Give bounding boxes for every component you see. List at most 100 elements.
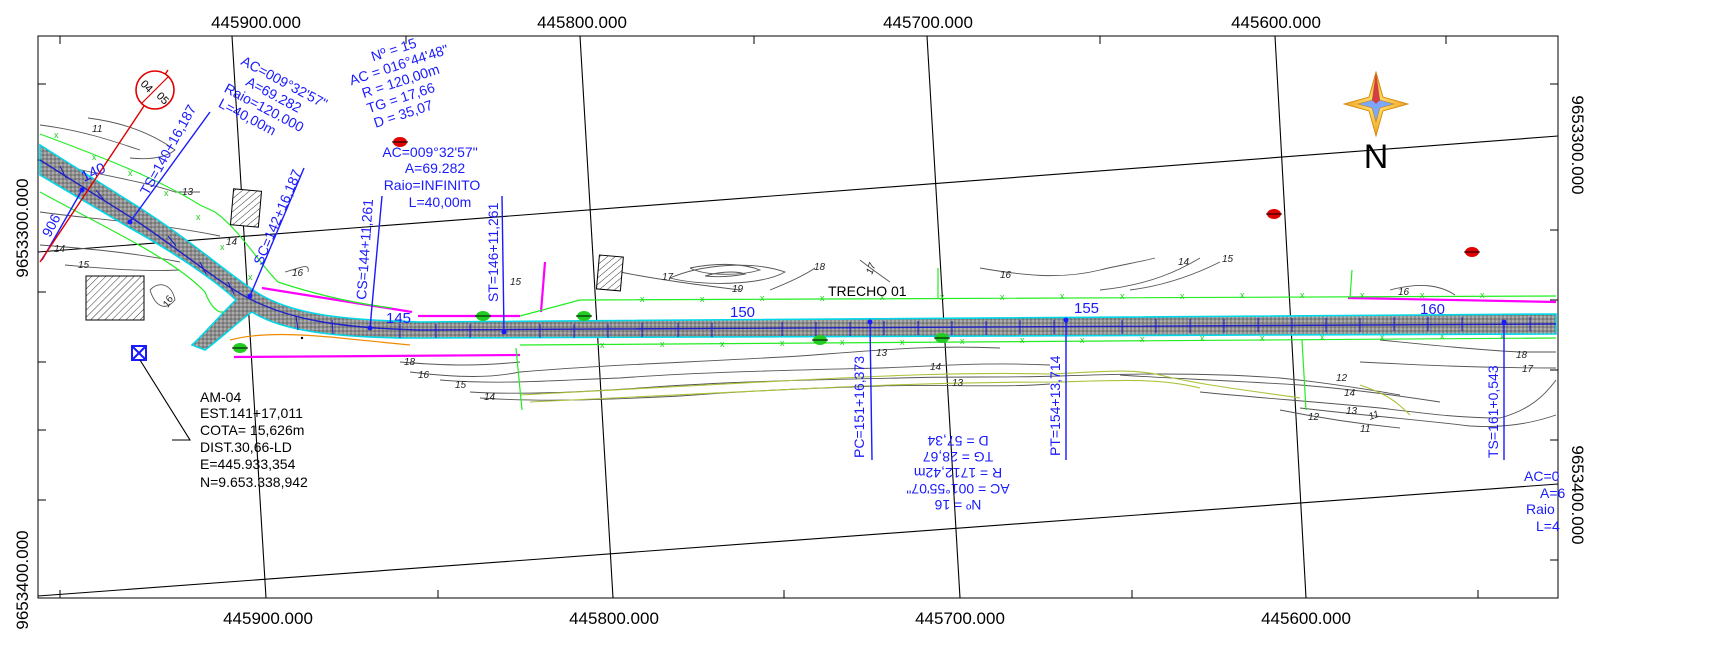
svg-text:L=40,00m: L=40,00m — [409, 194, 472, 210]
svg-text:x: x — [1440, 331, 1445, 341]
svg-text:11: 11 — [1367, 409, 1381, 423]
svg-text:N=9.653.338,942: N=9.653.338,942 — [200, 474, 308, 490]
svg-text:x: x — [940, 292, 945, 302]
svg-text:A=6: A=6 — [1540, 485, 1566, 501]
svg-text:Nº = 16: Nº = 16 — [934, 497, 981, 513]
north-letter: N — [1364, 138, 1389, 176]
svg-text:14: 14 — [1178, 257, 1190, 268]
svg-text:x: x — [1500, 331, 1505, 341]
svg-text:14: 14 — [1344, 388, 1356, 399]
svg-text:x: x — [900, 337, 905, 347]
svg-text:13: 13 — [182, 187, 194, 198]
svg-text:x: x — [128, 168, 133, 178]
svg-text:17: 17 — [864, 261, 878, 276]
bottom-coord-label: 445700.000 — [915, 609, 1005, 628]
top-coord-label: 445900.000 — [211, 13, 301, 32]
svg-text:x: x — [640, 294, 645, 304]
svg-text:15: 15 — [1222, 254, 1234, 265]
svg-text:15: 15 — [78, 260, 90, 271]
grid-line-e-445800 — [579, 35, 614, 599]
svg-text:x: x — [1480, 290, 1485, 300]
station-label: 145 — [386, 310, 411, 327]
point-label-ts-140: TS=140+16,187 — [137, 102, 200, 198]
svg-text:14: 14 — [930, 362, 942, 373]
curve-15-annotation: Nº = 15 AC = 016°44'48" R = 120,00m TG =… — [347, 35, 450, 131]
svg-text:x: x — [1120, 291, 1125, 301]
road-platform — [39, 143, 1557, 351]
svg-text:13: 13 — [952, 378, 964, 389]
offset-lines — [39, 133, 1557, 411]
svg-text:COTA= 15,626m: COTA= 15,626m — [200, 422, 304, 438]
svg-text:D = 57,34: D = 57,34 — [927, 433, 988, 449]
svg-text:13: 13 — [876, 348, 888, 359]
svg-text:A=69.282: A=69.282 — [405, 160, 466, 176]
svg-text:16: 16 — [418, 370, 430, 381]
svg-text:x: x — [1420, 290, 1425, 300]
point-label-ts-161: TS=161+0,543 — [1485, 365, 1501, 458]
svg-text:16: 16 — [292, 268, 304, 279]
bottom-coord-label: 445600.000 — [1261, 609, 1351, 628]
left-coord-label: 9653300.000 — [13, 178, 32, 277]
grid-line-n-9653400 — [37, 483, 1559, 597]
point-label-cs-144: CS=144+11,261 — [353, 198, 376, 300]
svg-text:x: x — [780, 338, 785, 348]
am04-label: AM-04 EST.141+17,011 COTA= 15,626m DIST.… — [200, 389, 308, 490]
curve-16-annotation: Nº = 16 AC = 001°55'07" R = 1712,42m TG … — [906, 433, 1009, 513]
svg-text:x: x — [1000, 292, 1005, 302]
svg-text:x: x — [1180, 291, 1185, 301]
svg-text:16: 16 — [1000, 270, 1012, 281]
svg-text:19: 19 — [732, 284, 744, 295]
station-label: 150 — [730, 304, 755, 321]
svg-text:x: x — [1020, 335, 1025, 345]
red-markers — [392, 137, 1480, 257]
svg-text:x: x — [1080, 335, 1085, 345]
svg-text:15: 15 — [510, 277, 522, 288]
svg-text:R = 1712,42m: R = 1712,42m — [914, 465, 1002, 481]
svg-text:13: 13 — [1346, 406, 1358, 417]
svg-text:EST.141+17,011: EST.141+17,011 — [200, 405, 303, 421]
svg-text:x: x — [1300, 290, 1305, 300]
svg-text:x: x — [960, 336, 965, 346]
svg-text:x: x — [660, 339, 665, 349]
svg-text:x: x — [700, 294, 705, 304]
svg-text:11: 11 — [1360, 424, 1370, 435]
svg-text:16: 16 — [161, 294, 176, 310]
bottom-coord-label: 445900.000 — [223, 609, 313, 628]
bottom-coord-label: 445800.000 — [569, 609, 659, 628]
grid-line-n-9653300 — [37, 135, 1559, 253]
svg-text:x: x — [840, 337, 845, 347]
svg-text:x: x — [196, 212, 201, 222]
sheet-reference-mark: 04 05 — [39, 69, 175, 263]
right-curve-annotation: AC=0 A=6 Raio L=4 — [1524, 468, 1566, 534]
building-hatch — [229, 188, 263, 228]
station-label: 160 — [1420, 301, 1445, 318]
svg-text:18: 18 — [1516, 350, 1528, 361]
svg-text:18: 18 — [814, 262, 826, 273]
survey-point — [300, 336, 304, 340]
svg-text:Raio: Raio — [1526, 501, 1555, 517]
point-label-pc-151: PC=151+16,373 — [851, 356, 867, 458]
svg-text:x: x — [1320, 332, 1325, 342]
svg-text:x: x — [760, 293, 765, 303]
svg-text:x: x — [1360, 290, 1365, 300]
right-coord-label: 9653300.000 — [1568, 95, 1587, 194]
svg-text:DIST.30,66-LD: DIST.30,66-LD — [200, 439, 292, 455]
top-coord-label: 445800.000 — [537, 13, 627, 32]
contour-lines-alt — [519, 370, 1411, 416]
svg-text:15: 15 — [455, 380, 467, 391]
svg-text:x: x — [1060, 291, 1065, 301]
svg-text:AC = 001°55'07": AC = 001°55'07" — [906, 481, 1009, 497]
svg-text:12: 12 — [1308, 412, 1320, 423]
point-label-left-station: 906 — [39, 211, 64, 239]
svg-text:x: x — [1260, 333, 1265, 343]
svg-text:L=4: L=4 — [1536, 518, 1560, 534]
point-label-st-146: ST=146+11,261 — [485, 202, 501, 302]
svg-text:x: x — [1140, 334, 1145, 344]
svg-text:12: 12 — [1336, 373, 1348, 384]
hatched-structures — [85, 188, 624, 321]
svg-text:18: 18 — [404, 357, 416, 368]
svg-text:11: 11 — [92, 124, 102, 135]
svg-text:x: x — [1380, 332, 1385, 342]
svg-text:14: 14 — [484, 392, 496, 403]
